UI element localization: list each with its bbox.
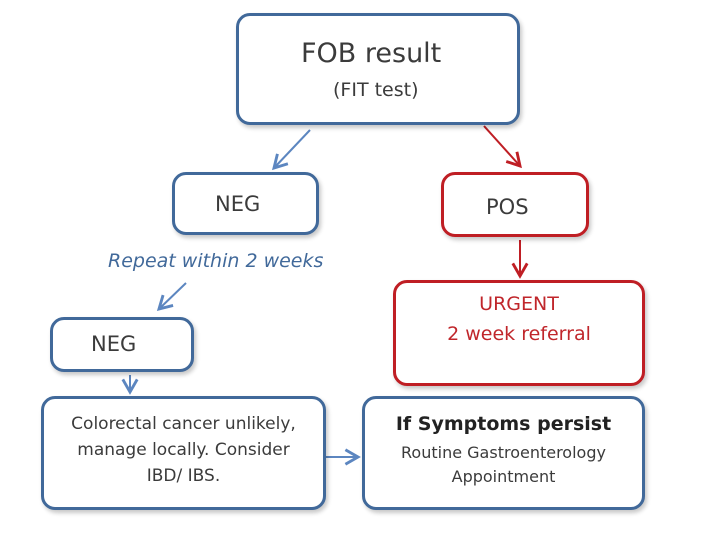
- cancer-unlikely-box: Colorectal cancer unlikely, manage local…: [41, 396, 326, 510]
- neg-label-first: NEG: [215, 192, 261, 216]
- arrow-fob-to-neg: [272, 129, 311, 171]
- neg-box-first: NEG: [172, 172, 319, 235]
- pos-label: POS: [486, 195, 529, 219]
- arrow-repeat-to-neg: [156, 282, 187, 312]
- fob-result-subtitle: (FIT test): [333, 79, 419, 101]
- neg-label-second: NEG: [91, 332, 137, 356]
- urgent-label: URGENT: [479, 293, 559, 315]
- pos-box: POS: [441, 172, 589, 237]
- cancer-unlikely-line-2: manage locally. Consider: [77, 440, 290, 460]
- routine-gastro-line-2: Appointment: [451, 467, 556, 486]
- urgent-referral-label: 2 week referral: [447, 323, 591, 345]
- arrow-fob-to-pos: [483, 125, 522, 169]
- fob-result-box: FOB result (FIT test): [236, 13, 520, 125]
- cancer-unlikely-line-3: IBD/ IBS.: [146, 466, 221, 486]
- symptoms-persist-box: If Symptoms persist Routine Gastroentero…: [362, 396, 645, 510]
- cancer-unlikely-line-1: Colorectal cancer unlikely,: [71, 414, 296, 434]
- symptoms-persist-title: If Symptoms persist: [395, 413, 612, 435]
- fob-result-title: FOB result: [301, 38, 442, 69]
- urgent-referral-box: URGENT 2 week referral: [393, 280, 645, 386]
- routine-gastro-line-1: Routine Gastroenterology: [401, 443, 606, 462]
- repeat-instruction: Repeat within 2 weeks: [108, 250, 324, 272]
- neg-box-second: NEG: [50, 317, 194, 372]
